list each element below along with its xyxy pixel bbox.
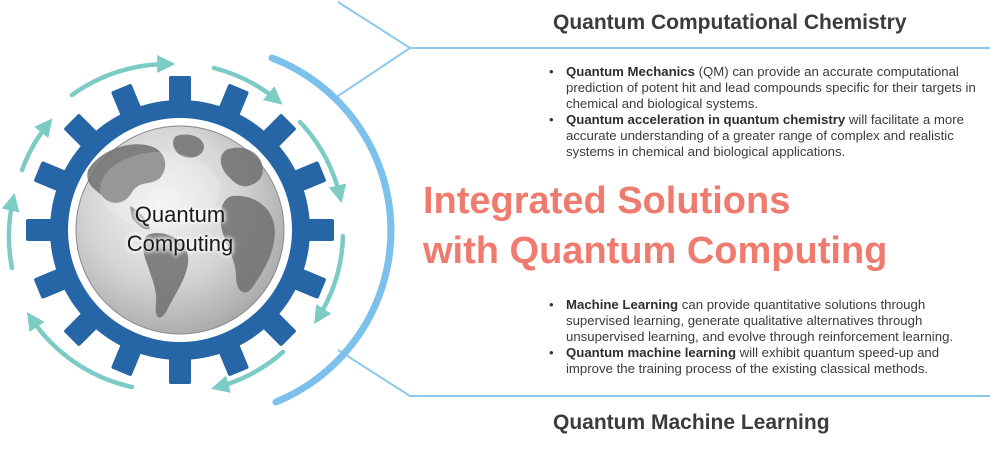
cycle-arrows-icon [1, 54, 347, 393]
machine-learning-bullet-list: • Machine Learning can provide quantitat… [549, 297, 985, 377]
chemistry-bullet-list: • Quantum Mechanics (QM) can provide an … [549, 64, 979, 160]
bullet-text: (QM) can provide an accurate computation… [566, 64, 976, 111]
main-title-line-2: with Quantum Computing [423, 230, 888, 272]
bullet-marker: • [549, 64, 554, 79]
bullet-item: • Quantum machine learning will exhibit … [549, 345, 985, 377]
bullet-strong: Quantum machine learning [566, 345, 737, 360]
center-label-line-2: Computing [126, 231, 234, 256]
bullet-marker: • [549, 297, 554, 312]
bullet-text: can provide quantitative solutions throu… [566, 297, 954, 344]
bullet-item: • Quantum acceleration in quantum chemis… [549, 112, 979, 160]
quantum-computing-label: Quantum Computing [85, 200, 275, 258]
bullet-strong: Quantum Mechanics [566, 64, 695, 79]
bullet-strong: Quantum acceleration in quantum chemistr… [566, 112, 846, 127]
main-title-line-1: Integrated Solutions [423, 180, 791, 222]
bullet-marker: • [549, 345, 554, 360]
outer-blue-arc [268, 54, 395, 406]
chemistry-heading: Quantum Computational Chemistry [553, 11, 907, 34]
bullet-marker: • [549, 112, 554, 127]
main-title: Integrated Solutions with Quantum Comput… [423, 176, 887, 276]
bullet-item: • Quantum Mechanics (QM) can provide an … [549, 64, 979, 112]
connector-lines [337, 1, 990, 397]
globe-icon [75, 125, 285, 335]
center-label-line-1: Quantum [134, 202, 226, 227]
bullet-text: will exhibit quantum speed-up and improv… [566, 345, 940, 376]
bullet-item: • Machine Learning can provide quantitat… [549, 297, 985, 345]
bullet-text: will facilitate a more accurate understa… [566, 112, 964, 159]
machine-learning-heading: Quantum Machine Learning [553, 411, 830, 434]
bullet-strong: Machine Learning [566, 297, 679, 312]
